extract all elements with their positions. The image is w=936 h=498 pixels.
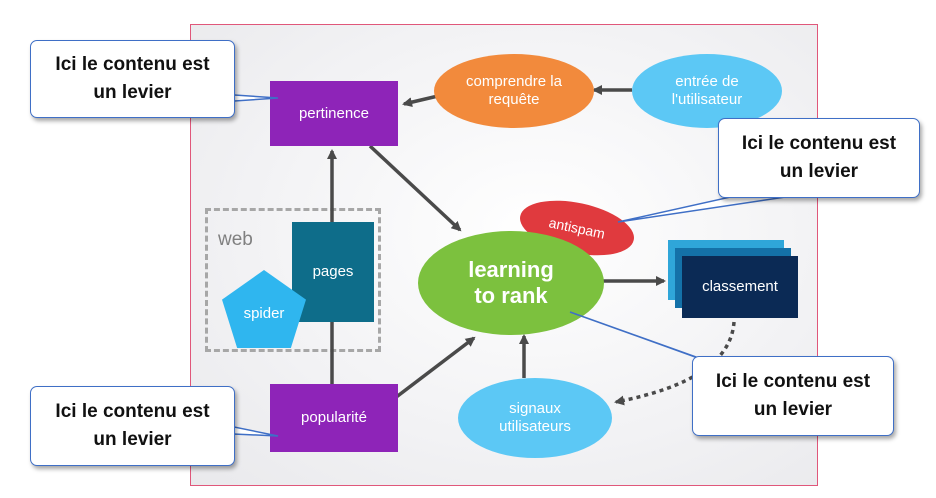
comprendre-label-line1: comprendre la (466, 73, 562, 90)
pointer-bottom-right (569, 311, 711, 363)
spider-label: spider (243, 305, 285, 322)
callout-top-right: Ici le contenu est un levier (718, 118, 920, 198)
pertinence-node: pertinence (270, 81, 398, 146)
classement-node: classement (682, 256, 798, 318)
callout-top-left: Ici le contenu est un levier (30, 40, 235, 118)
signaux-node: signaux utilisateurs (458, 378, 612, 458)
callout-top-left-line2: un levier (93, 82, 172, 103)
callout-bottom-right-line1: Ici le contenu est (715, 371, 871, 393)
entree-node: entrée de l'utilisateur (632, 54, 782, 128)
web-label: web (218, 229, 253, 250)
comprendre-node: comprendre la requête (434, 54, 594, 128)
classement-label: classement (702, 278, 778, 295)
arrow-popularite-to-learning (393, 336, 476, 400)
popularite-label: popularité (301, 409, 367, 426)
popularite-node: popularité (270, 384, 398, 452)
learning-to-rank-node: learning to rank (418, 231, 604, 335)
pertinence-label: pertinence (298, 104, 370, 122)
web-region (205, 208, 381, 352)
arrow-comprendre-to-pertinence (402, 94, 439, 108)
callout-bottom-left: Ici le contenu est un levier (30, 386, 235, 466)
callout-bottom-right-line2: un levier (753, 399, 833, 420)
callout-top-right-line2: un levier (779, 161, 859, 182)
learning-label-line1: learning (468, 256, 554, 282)
pages-node: pages (292, 222, 374, 322)
callout-top-right-line1: Ici le contenu est (741, 133, 897, 155)
callout-top-left-line1: Ici le contenu est (55, 54, 210, 76)
learning-label-line2: to rank (474, 283, 548, 308)
entree-label-line2: l'utilisateur (671, 91, 743, 108)
callout-bottom-left-line2: un levier (93, 429, 172, 450)
signaux-label-line1: signaux (509, 400, 561, 417)
callout-bottom-left-line1: Ici le contenu est (55, 401, 210, 423)
arrow-pertinence-to-learning (368, 144, 462, 232)
pages-label: pages (312, 263, 354, 280)
signaux-label-line2: utilisateurs (499, 418, 571, 435)
callout-bottom-right: Ici le contenu est un levier (692, 356, 894, 436)
entree-label-line1: entrée de (675, 73, 739, 90)
comprendre-label-line2: requête (488, 91, 540, 108)
